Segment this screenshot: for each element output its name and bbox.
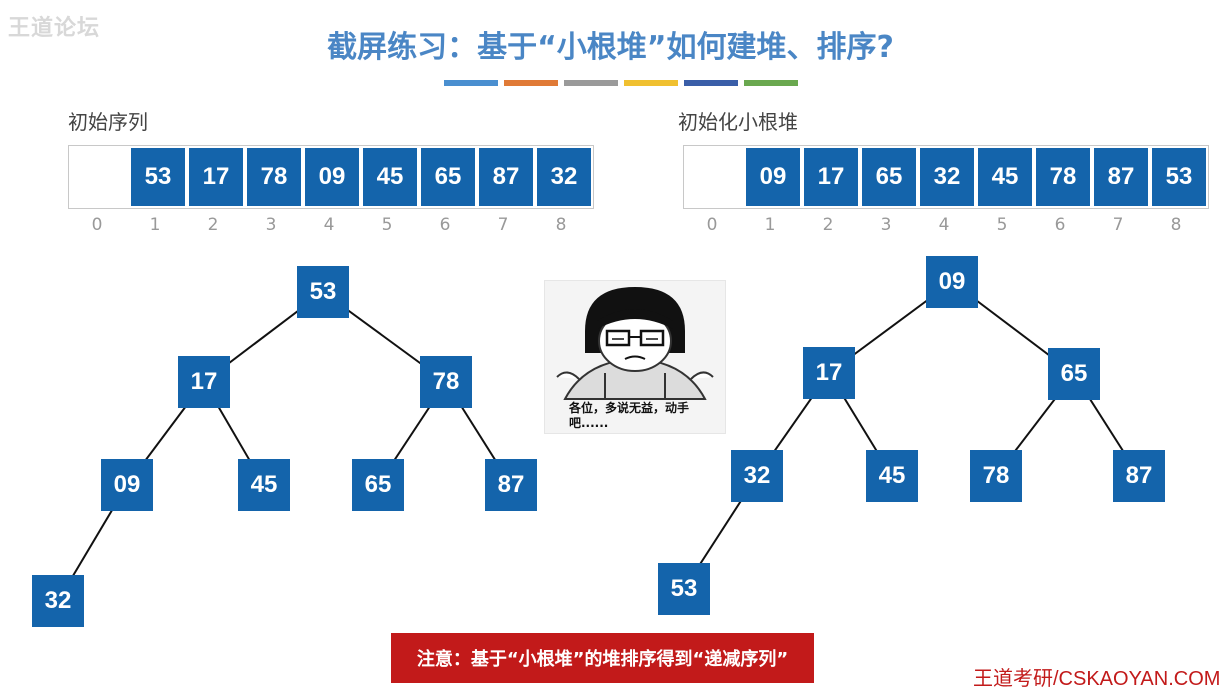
array-cell: 78 xyxy=(247,148,301,206)
initial-sequence-indices: 0 1 2 3 4 5 6 7 8 xyxy=(68,215,590,235)
array-cell: 65 xyxy=(862,148,916,206)
array-cell: 32 xyxy=(920,148,974,206)
tree-node: 87 xyxy=(485,459,537,511)
array-index: 7 xyxy=(1112,215,1124,235)
array-index: 3 xyxy=(880,215,892,235)
array-index: 2 xyxy=(822,215,834,235)
min-heap-label: 初始化小根堆 xyxy=(678,110,798,134)
color-bar xyxy=(504,80,558,86)
color-bar xyxy=(684,80,738,86)
array-index: 0 xyxy=(706,215,718,235)
array-index: 6 xyxy=(1054,215,1066,235)
tree-node: 65 xyxy=(352,459,404,511)
tree-node: 78 xyxy=(420,356,472,408)
tree-node: 53 xyxy=(297,266,349,318)
min-heap-indices: 0 1 2 3 4 5 6 7 8 xyxy=(683,215,1205,235)
array-cell: 65 xyxy=(421,148,475,206)
initial-sequence-array: 53 17 78 09 45 65 87 32 xyxy=(68,145,594,209)
meme-caption: 各位，多说无益，动手吧...... xyxy=(569,401,690,430)
tree-node: 32 xyxy=(32,575,84,627)
color-bar xyxy=(744,80,798,86)
array-cell: 17 xyxy=(804,148,858,206)
footer-brand: 王道考研/CSKAOYAN.COM xyxy=(973,668,1221,690)
array-cell: 09 xyxy=(746,148,800,206)
array-index: 4 xyxy=(323,215,335,235)
tree-node: 87 xyxy=(1113,450,1165,502)
tree-node: 09 xyxy=(926,256,978,308)
array-cell: 87 xyxy=(479,148,533,206)
array-cell: 87 xyxy=(1094,148,1148,206)
tree-node: 53 xyxy=(658,563,710,615)
array-cell: 45 xyxy=(363,148,417,206)
array-cell-empty xyxy=(686,148,744,206)
array-index: 2 xyxy=(207,215,219,235)
note-banner: 注意：基于“小根堆”的堆排序得到“递减序列” xyxy=(391,633,814,683)
array-index: 6 xyxy=(439,215,451,235)
tree-node: 17 xyxy=(178,356,230,408)
array-index: 4 xyxy=(938,215,950,235)
tree-node: 45 xyxy=(866,450,918,502)
meme-face-icon xyxy=(556,287,714,400)
array-cell: 53 xyxy=(131,148,185,206)
meme-image: 各位，多说无益，动手吧...... xyxy=(544,280,726,434)
color-bar xyxy=(624,80,678,86)
tree-node: 09 xyxy=(101,459,153,511)
array-index: 5 xyxy=(996,215,1008,235)
array-cell: 53 xyxy=(1152,148,1206,206)
tree-node: 65 xyxy=(1048,348,1100,400)
color-bar xyxy=(444,80,498,86)
array-index: 1 xyxy=(149,215,161,235)
min-heap-array: 09 17 65 32 45 78 87 53 xyxy=(683,145,1209,209)
array-cell: 78 xyxy=(1036,148,1090,206)
array-cell: 45 xyxy=(978,148,1032,206)
array-cell: 32 xyxy=(537,148,591,206)
array-cell: 17 xyxy=(189,148,243,206)
watermark: 王道论坛 xyxy=(8,16,101,41)
array-index: 3 xyxy=(265,215,277,235)
tree-node: 32 xyxy=(731,450,783,502)
array-index: 5 xyxy=(381,215,393,235)
color-bar xyxy=(564,80,618,86)
page-title: 截屏练习：基于“小根堆”如何建堆、排序? xyxy=(327,30,894,65)
tree-node: 78 xyxy=(970,450,1022,502)
initial-sequence-label: 初始序列 xyxy=(68,110,148,134)
array-cell-empty xyxy=(71,148,129,206)
array-cell: 09 xyxy=(305,148,359,206)
array-index: 8 xyxy=(555,215,567,235)
array-index: 8 xyxy=(1170,215,1182,235)
array-index: 7 xyxy=(497,215,509,235)
tree-node: 17 xyxy=(803,347,855,399)
array-index: 1 xyxy=(764,215,776,235)
tree-node: 45 xyxy=(238,459,290,511)
array-index: 0 xyxy=(91,215,103,235)
